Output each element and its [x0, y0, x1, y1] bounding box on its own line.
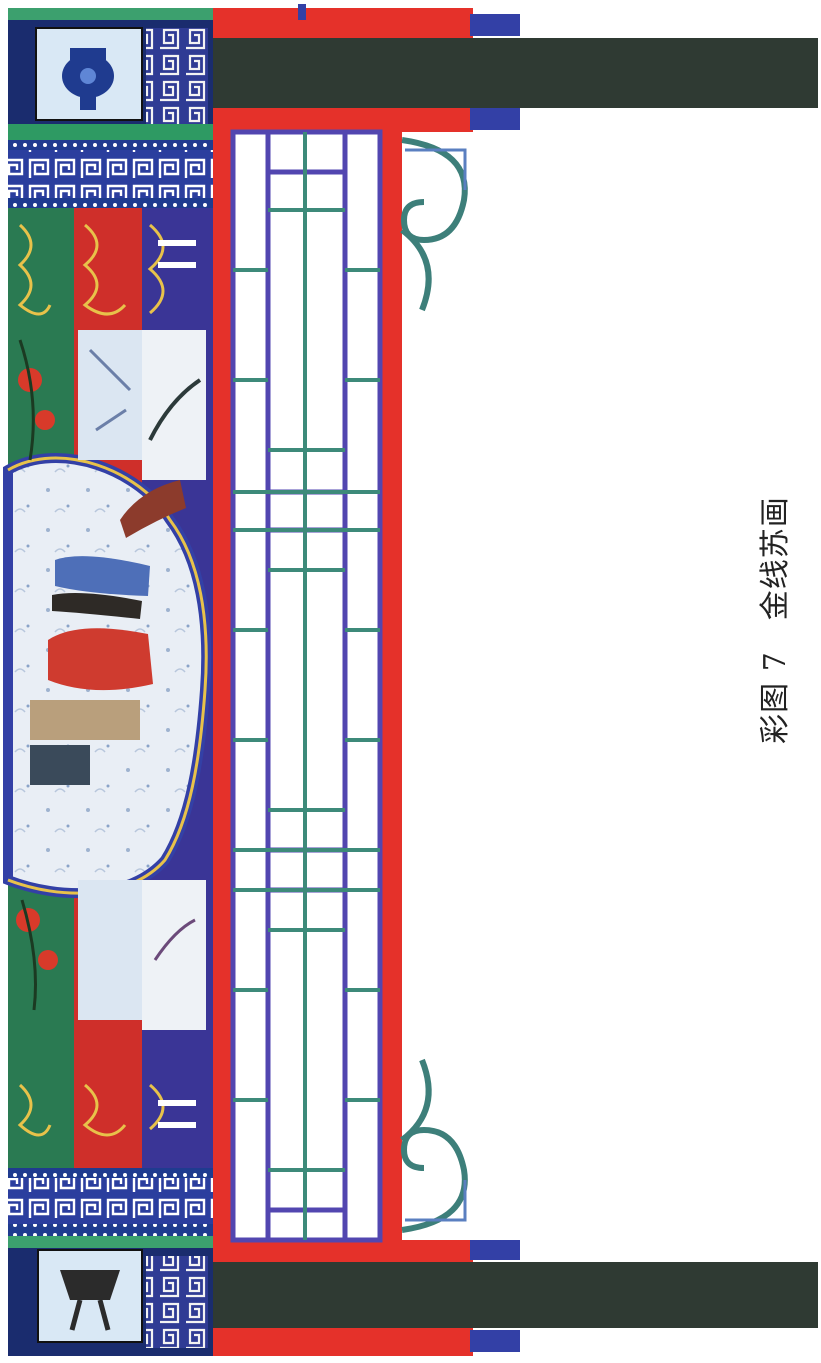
window-lattice: [213, 8, 473, 1356]
dark-beams: [213, 4, 818, 1352]
bronze-vessel-icon: [60, 1270, 120, 1331]
painted-panel: [2, 8, 213, 1356]
scroll-bracket-bottom: [400, 1058, 468, 1233]
vase-icon: [62, 48, 114, 110]
figure-caption: 彩图 7 金线苏画: [758, 496, 793, 744]
scroll-bracket-top: [400, 137, 468, 312]
